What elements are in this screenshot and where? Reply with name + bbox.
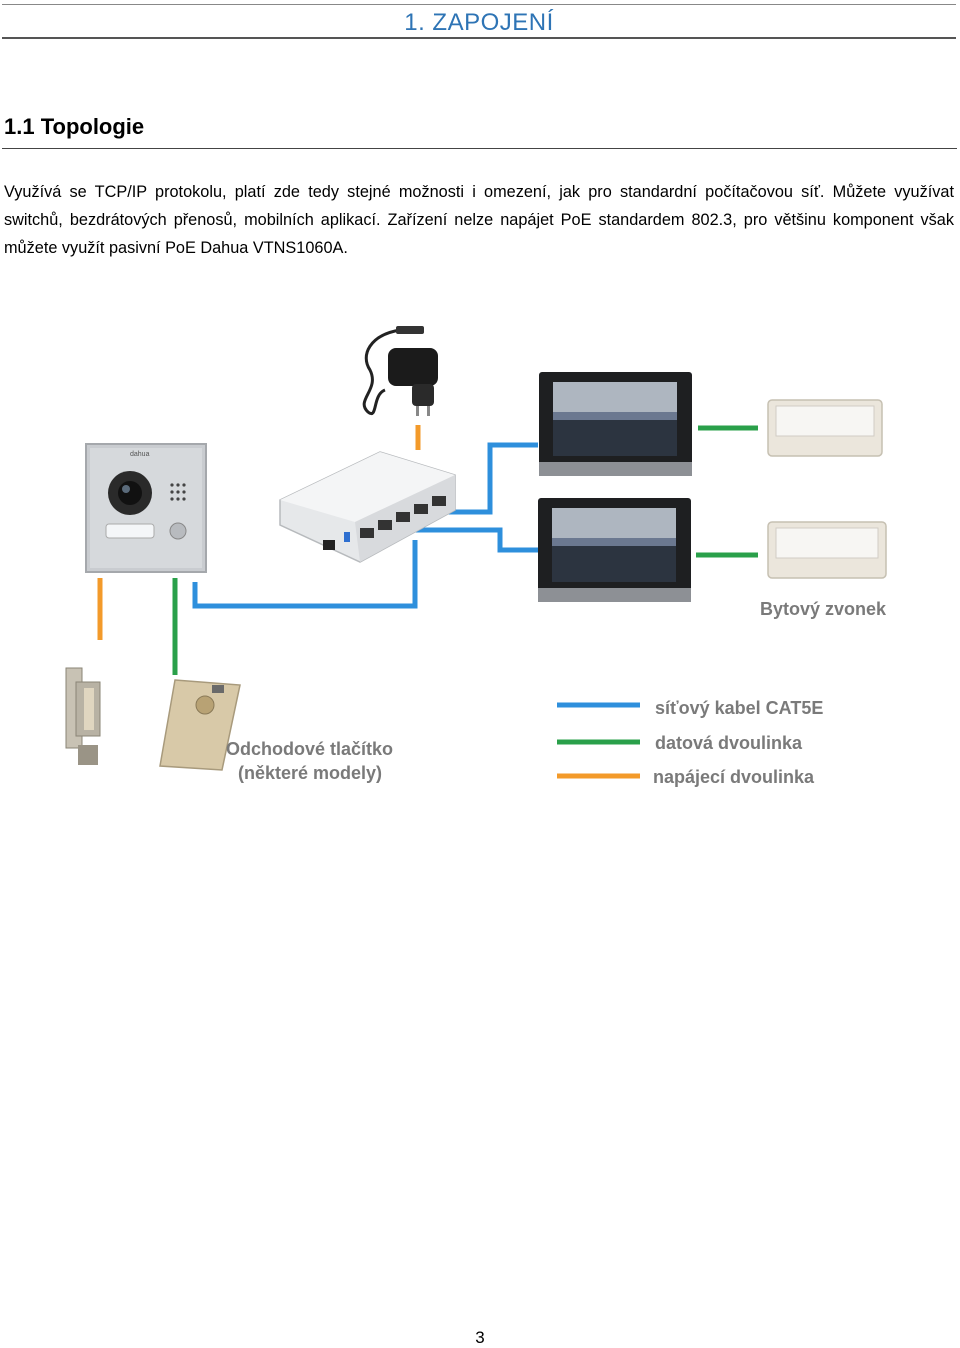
door-station-icon: dahua xyxy=(85,443,207,573)
chapter-header-bar: 1. ZAPOJENÍ xyxy=(2,4,956,39)
topology-diagram: dahua xyxy=(65,326,887,787)
exit-button-sublabel: (některé modely) xyxy=(238,763,382,783)
legend: síťový kabel CAT5E datová dvoulinka napá… xyxy=(557,698,823,787)
section-divider xyxy=(2,148,957,149)
chapter-title: 1. ZAPOJENÍ xyxy=(404,9,554,36)
doorbell-label: Bytový zvonek xyxy=(760,599,887,619)
electric-lock-icon xyxy=(65,667,101,765)
legend-label-network: síťový kabel CAT5E xyxy=(655,698,823,718)
network-cable-monitor-2 xyxy=(415,527,538,553)
poe-switch-icon xyxy=(279,451,456,563)
doorbell-2-icon xyxy=(767,521,887,579)
exit-button-label: Odchodové tlačítko xyxy=(226,739,393,759)
indoor-monitor-2-icon xyxy=(538,498,691,602)
network-cable-door-station xyxy=(192,540,418,609)
indoor-monitor-1-icon xyxy=(539,372,692,476)
svg-text:dahua: dahua xyxy=(130,451,150,458)
legend-label-power: napájecí dvoulinka xyxy=(653,767,815,787)
page-number: 3 xyxy=(475,1328,485,1347)
legend-label-data: datová dvoulinka xyxy=(655,733,803,753)
doorbell-1-icon xyxy=(767,399,883,457)
exit-button-icon xyxy=(159,679,241,771)
power-adapter-icon xyxy=(362,326,438,416)
section-title: 1.1 Topologie xyxy=(4,114,145,139)
body-paragraph: Využívá se TCP/IP protokolu, platí zde t… xyxy=(4,183,954,257)
